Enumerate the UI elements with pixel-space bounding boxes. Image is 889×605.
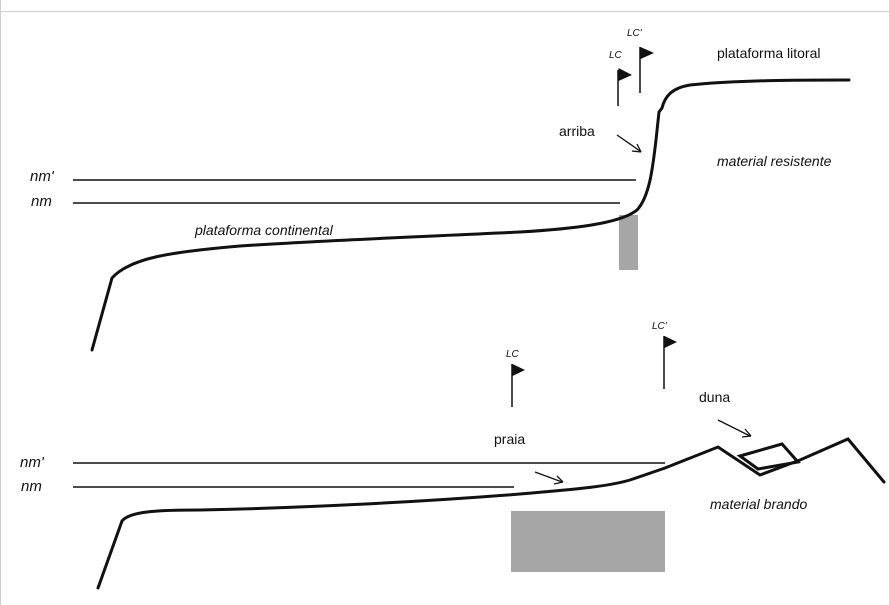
bottom-duna-arrow [717, 419, 751, 437]
bottom-lc-prime-label: LC' [652, 321, 668, 332]
top-grey-block [619, 215, 638, 270]
bottom-coastal-profile-line [96, 437, 886, 590]
top-arriba-label: arriba [559, 123, 595, 139]
top-lc-prime-flag-icon [640, 47, 654, 59]
bottom-praia-arrow [534, 471, 563, 483]
top-plataforma-litoral-label: plataforma litoral [717, 45, 821, 61]
bottom-panel: nm' nm LC LC' praia duna material brando [20, 321, 886, 590]
top-lc-prime-label: LC' [627, 28, 643, 39]
bottom-lc-flag-icon [512, 364, 525, 376]
top-arriba-arrow [616, 134, 641, 152]
bottom-duna-label: duna [699, 389, 730, 405]
top-nm-prime-label: nm' [30, 168, 55, 185]
bottom-praia-arrowhead-icon [553, 475, 564, 485]
top-panel: nm' nm LC LC' arriba plataforma litoral … [30, 28, 851, 352]
bottom-grey-block [511, 511, 665, 572]
bottom-nm-label: nm [21, 478, 42, 495]
bottom-material-brando-label: material brando [710, 496, 807, 512]
bottom-dune-shape [736, 442, 801, 471]
top-coastal-profile-line [90, 78, 851, 352]
bottom-nm-prime-label: nm' [20, 454, 45, 471]
top-arriba-arrowhead-icon [631, 143, 642, 153]
bottom-lc-label: LC [506, 349, 520, 360]
top-lc-label: LC [609, 50, 623, 61]
bottom-duna-arrowhead-icon [741, 428, 752, 438]
bottom-praia-label: praia [494, 431, 525, 447]
top-lc-flag-icon [618, 68, 632, 81]
bottom-lc-prime-flag-icon [664, 336, 677, 348]
top-plataforma-continental-label: plataforma continental [194, 222, 334, 238]
top-material-resistente-label: material resistente [717, 153, 832, 169]
top-nm-label: nm [31, 193, 52, 210]
